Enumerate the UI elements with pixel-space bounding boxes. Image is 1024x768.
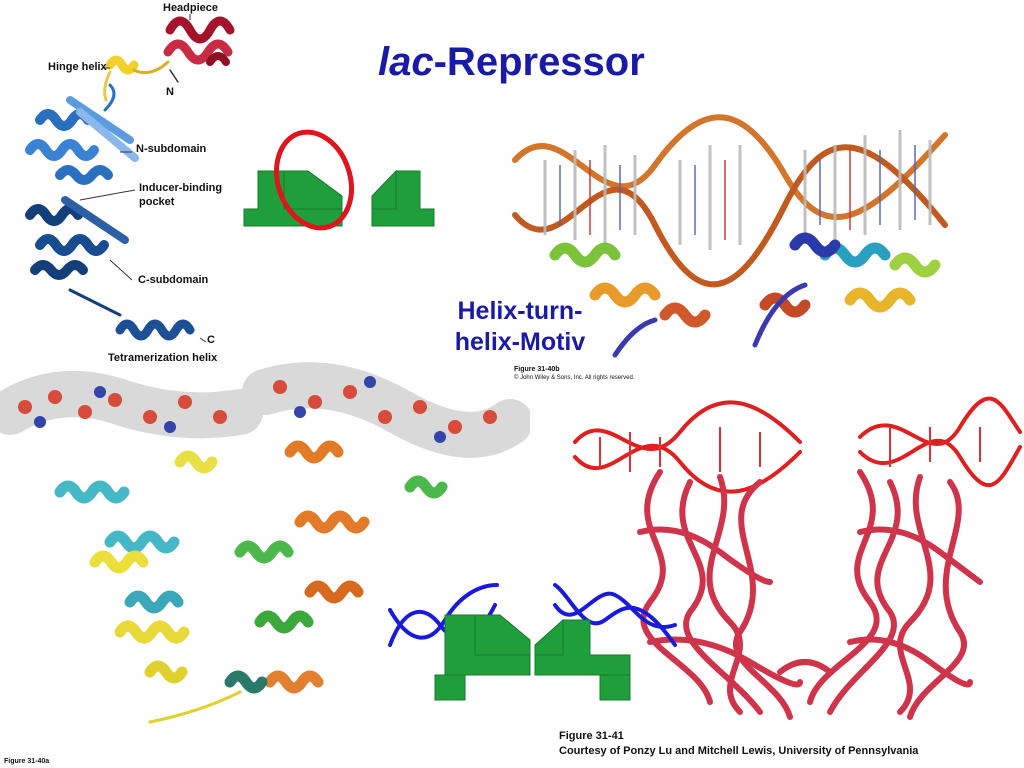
motif-label-line2: helix-Motiv <box>454 328 586 356</box>
figure-40b-label: Figure 31-40b <box>514 366 560 373</box>
tetramer-dna-structure <box>0 362 530 724</box>
dimer-schematic-top <box>243 129 435 231</box>
figure-41-label: Figure 31-41 <box>559 730 624 742</box>
figure-40a-label: Figure 31-40a <box>4 758 50 765</box>
figure-40b-copyright: © John Wiley & Sons, Inc. All rights res… <box>514 375 635 381</box>
tetramerization-helix-ribbon <box>115 319 195 341</box>
label-c-subdomain: C-subdomain <box>138 274 209 286</box>
headpiece-ribbon <box>163 16 235 83</box>
dimer-dna-schematic <box>388 583 677 701</box>
dna-hth-structure <box>512 114 948 358</box>
n-subdomain-ribbon <box>25 83 139 185</box>
label-tetramerization-helix: Tetramerization helix <box>108 352 218 364</box>
label-n-subdomain: N-subdomain <box>136 143 207 155</box>
monomer-ribbon-diagram <box>25 14 235 343</box>
label-c-terminus: C <box>207 334 215 346</box>
highlight-circle <box>274 129 354 231</box>
protein-subunits <box>54 440 448 724</box>
label-inducer-line1: Inducer-binding <box>139 182 223 194</box>
hinge-helix-ribbon <box>103 55 170 102</box>
label-n-terminus: N <box>166 86 174 98</box>
title-rest: -Repressor <box>433 40 645 84</box>
space-filling-dna <box>0 362 530 458</box>
c-subdomain-ribbon <box>25 196 129 317</box>
label-inducer-line2: pocket <box>139 196 175 208</box>
figure-41-credit: Courtesy of Ponzy Lu and Mitchell Lewis,… <box>559 745 919 757</box>
motif-label: Helix-turn- helix-Motiv <box>440 296 600 358</box>
page-title: lac-Repressor <box>378 40 645 85</box>
tetramer-red-structure <box>573 396 1022 720</box>
motif-label-line1: Helix-turn- <box>457 297 583 325</box>
title-italic: lac <box>378 40 434 84</box>
label-headpiece: Headpiece <box>163 2 219 14</box>
leader-lines <box>79 14 207 343</box>
label-hinge-helix: Hinge helix <box>48 61 107 73</box>
